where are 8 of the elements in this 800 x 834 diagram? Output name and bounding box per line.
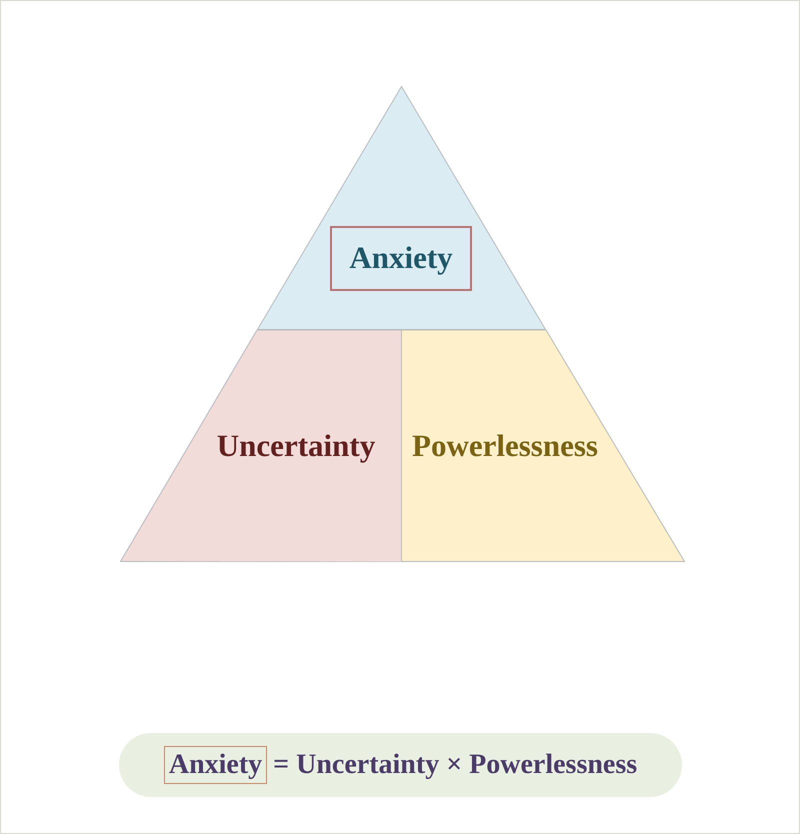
section-label: Uncertainty — [216, 426, 376, 465]
pyramid-right-section — [401, 330, 685, 562]
section-label: Powerlessness — [412, 426, 598, 465]
pyramid-top-section — [257, 86, 546, 330]
formula-text: = Uncertainty × Powerlessness — [273, 748, 638, 782]
framed-label: Anxiety — [330, 226, 472, 291]
boxed-term: Anxiety — [164, 746, 268, 784]
pyramid-left-section — [120, 330, 402, 562]
